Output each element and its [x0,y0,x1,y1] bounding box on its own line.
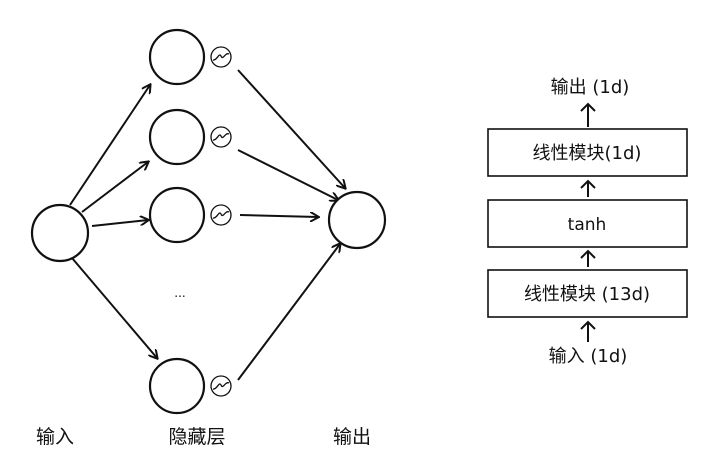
hidden-node-3 [148,186,206,244]
edge-hidden-output-4 [237,244,340,381]
edge-hidden-output-3 [239,215,318,217]
edge-input-hidden-4 [71,257,157,358]
tanh-label: tanh [568,215,607,235]
hidden-node-4 [148,357,206,415]
arrow-up-icon [580,102,596,127]
linear-module-box-bottom [487,269,688,318]
linear-module-bottom-label: 线性模块 (13d) [524,284,650,305]
edge-hidden-output-1 [237,69,345,188]
linear-module-top-label: 线性模块(1d) [533,143,642,164]
activation-icon [210,204,232,226]
stack-input-label: 输入 (1d) [549,346,628,367]
input-node [30,203,90,263]
activation-icon [210,46,232,68]
activation-icon [210,126,232,148]
output-node [327,190,387,250]
edge-hidden-output-2 [237,149,338,200]
tanh-box [487,199,688,248]
edge-input-hidden-2 [81,162,148,213]
output-layer-label: 输出 [333,426,371,448]
hidden-layer-label: 隐藏层 [168,426,225,448]
hidden-node-2 [148,108,206,166]
arrow-up-icon [580,179,596,197]
stack-output-label: 输出 (1d) [551,77,630,98]
edge-input-hidden-1 [69,85,150,206]
hidden-node-1 [148,28,206,86]
arrow-up-icon [580,249,596,267]
arrow-up-icon [580,320,596,342]
linear-module-box-top [487,128,688,177]
input-layer-label: 输入 [36,426,74,448]
activation-icon [210,375,232,397]
ellipsis-label: ... [174,286,185,300]
edge-input-hidden-3 [91,220,148,227]
